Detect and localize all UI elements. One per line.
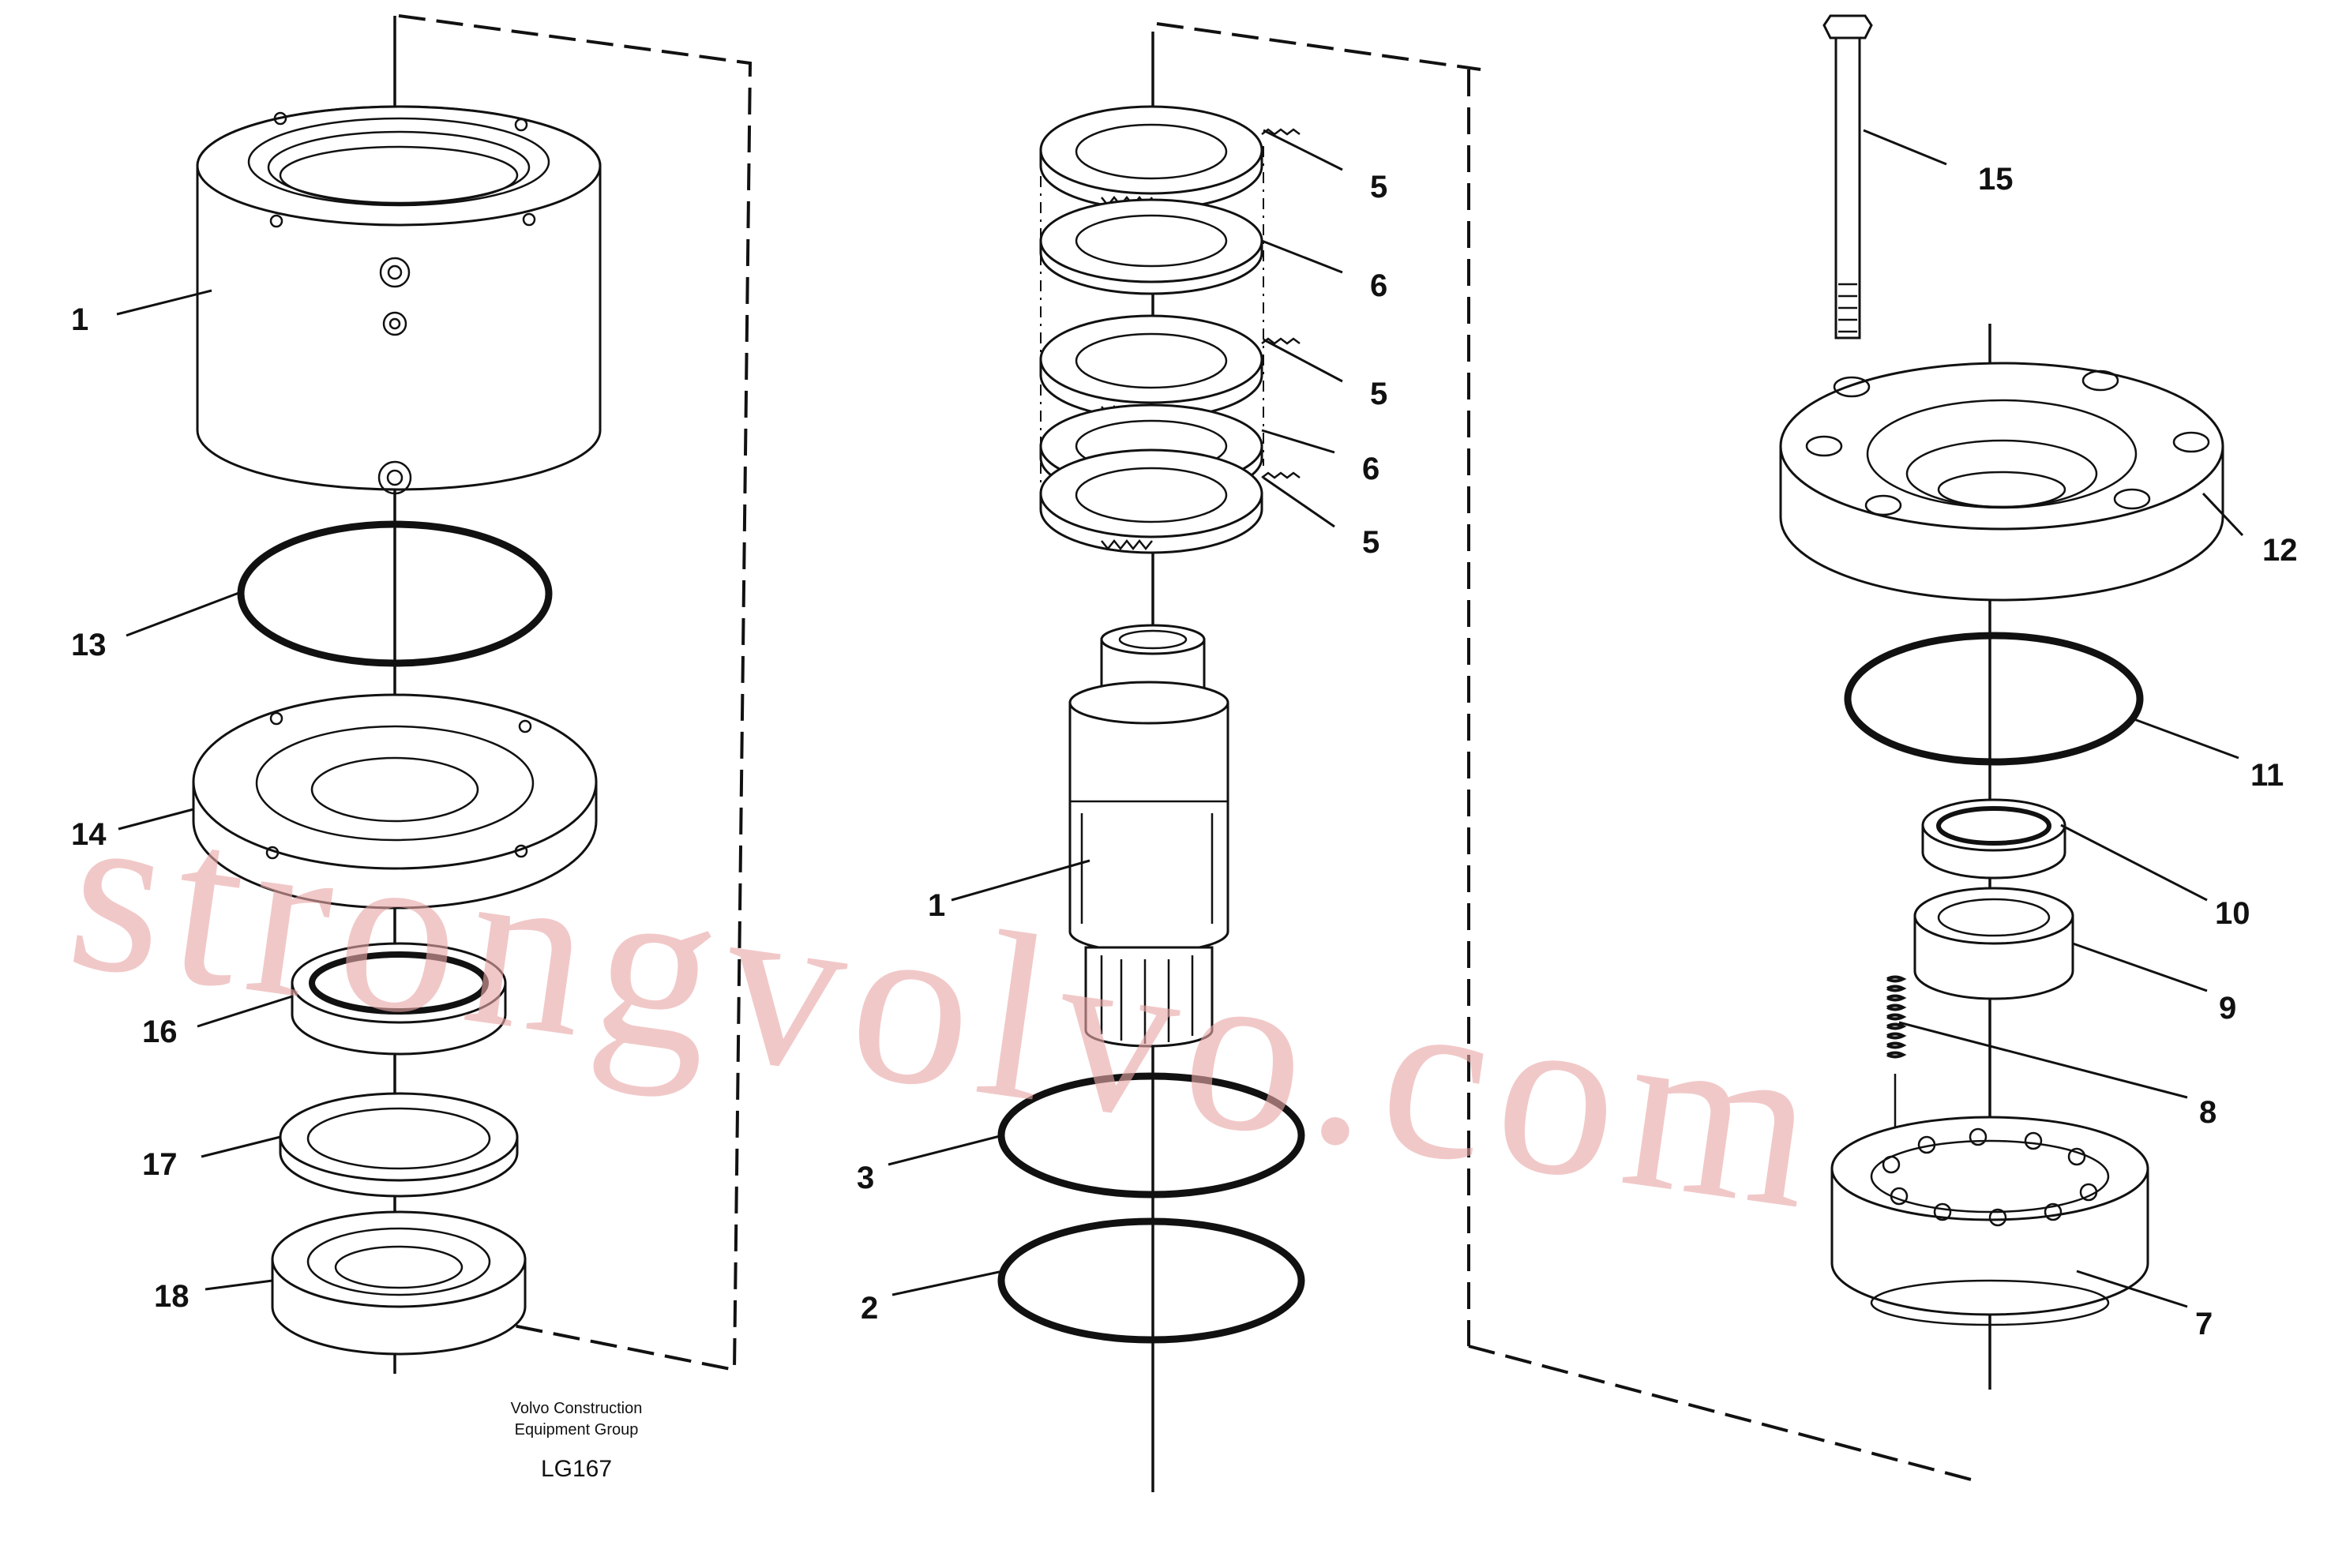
part-12-flange — [1779, 362, 2224, 602]
callout-1-housing: 1 — [71, 302, 88, 337]
company-name-line-1: Volvo Construction — [511, 1400, 643, 1417]
part-16-seal — [291, 942, 507, 1056]
part-7-piston — [1830, 1116, 2149, 1326]
part-1-housing — [196, 105, 602, 495]
left-assembly — [192, 16, 602, 1374]
part-9-bearing — [1913, 887, 2074, 1000]
callout-10: 10 — [2215, 896, 2250, 931]
panel-frames — [398, 14, 1975, 1482]
part-6-steel-plate-top — [1039, 198, 1263, 295]
part-15-bolt — [1822, 14, 1873, 339]
part-5-friction-disc-middle — [1039, 314, 1301, 420]
part-10-seal — [1921, 798, 2066, 880]
callout-7: 7 — [2195, 1307, 2213, 1341]
part-1-splined-shaft — [1068, 624, 1229, 1048]
part-2-o-ring — [997, 1217, 1305, 1344]
callout-9: 9 — [2219, 991, 2236, 1026]
part-18-bearing — [271, 1210, 527, 1356]
callout-13: 13 — [71, 628, 107, 662]
callout-11: 11 — [2250, 758, 2284, 793]
part-5-friction-disc-top — [1039, 105, 1301, 211]
callout-15: 15 — [1978, 162, 2014, 197]
callout-labels: 1 13 14 16 17 18 5 6 5 6 5 1 3 2 15 12 1… — [71, 162, 2298, 1341]
callout-1-shaft: 1 — [928, 888, 945, 923]
callout-5-top: 5 — [1370, 170, 1387, 204]
callout-16: 16 — [142, 1015, 178, 1049]
callout-8: 8 — [2199, 1095, 2217, 1130]
part-11-o-ring — [1844, 632, 2144, 766]
callout-5-bottom: 5 — [1362, 525, 1379, 560]
drawing-footer: Volvo Construction Equipment Group LG167 — [511, 1400, 643, 1482]
callout-6-bottom: 6 — [1362, 452, 1379, 486]
company-name-line-2: Equipment Group — [515, 1421, 639, 1439]
callout-17: 17 — [142, 1147, 178, 1182]
drawing-code: LG167 — [541, 1456, 612, 1482]
callout-5-middle: 5 — [1370, 377, 1387, 411]
part-5-friction-disc-bottom — [1039, 448, 1301, 554]
callout-12: 12 — [2262, 533, 2298, 568]
right-assembly — [1779, 14, 2224, 1390]
callout-6-top: 6 — [1370, 268, 1387, 303]
callout-3: 3 — [857, 1161, 874, 1195]
leader-lines — [116, 129, 2244, 1308]
callout-18: 18 — [154, 1279, 190, 1314]
callout-2: 2 — [861, 1291, 878, 1326]
callout-14: 14 — [71, 817, 107, 852]
part-13-o-ring — [237, 520, 553, 667]
part-14-cover — [192, 693, 598, 910]
centre-assembly — [997, 32, 1305, 1492]
part-17-ring — [279, 1092, 519, 1198]
